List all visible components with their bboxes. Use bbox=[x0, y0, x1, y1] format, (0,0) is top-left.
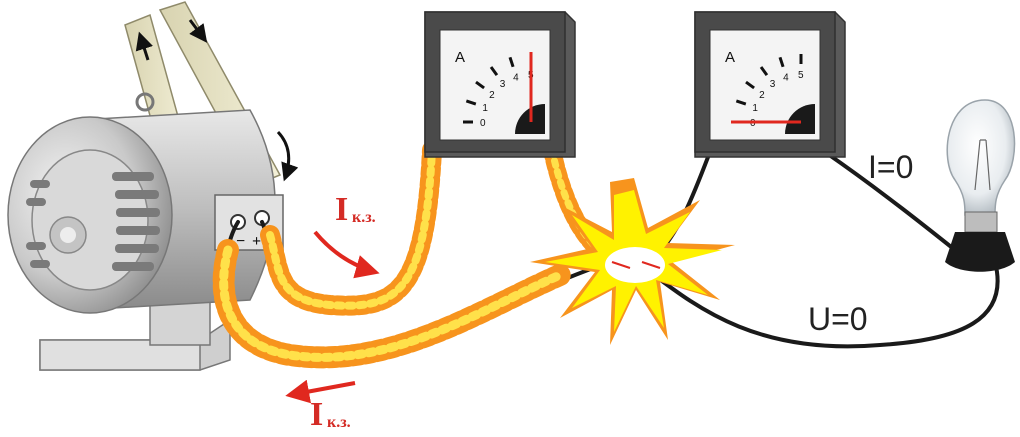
current-arrow-upper-icon bbox=[313, 230, 380, 279]
belt-up-arrow-icon bbox=[135, 31, 153, 61]
terminal-plus: + bbox=[252, 233, 261, 250]
ammeter-scale-label: 3 bbox=[500, 79, 506, 90]
current-symbol-upper: I bbox=[335, 191, 348, 228]
voltmeter-scale-label: 2 bbox=[759, 90, 765, 101]
voltmeter-scale-label: 4 bbox=[783, 72, 789, 83]
voltmeter-tick bbox=[778, 56, 785, 68]
ammeter-tick bbox=[489, 66, 499, 76]
generator: + − bbox=[7, 1, 299, 371]
ammeter-scale-label: 1 bbox=[482, 103, 488, 114]
voltage-label: U=0 bbox=[808, 301, 868, 337]
terminal-minus: − bbox=[236, 233, 245, 250]
voltmeter-unit: A bbox=[725, 49, 735, 66]
lifting-eye bbox=[135, 92, 155, 112]
voltmeter-scale-label: 3 bbox=[770, 79, 776, 90]
rotation-arrow-icon bbox=[276, 130, 299, 182]
ammeter-tick bbox=[465, 99, 477, 106]
current-subscript-lower: к.з. bbox=[327, 414, 351, 431]
voltmeter-scale-label: 1 bbox=[752, 103, 758, 114]
voltmeter-tick bbox=[735, 99, 747, 106]
wire-return bbox=[648, 260, 1000, 349]
light-bulb bbox=[945, 99, 1016, 272]
lamp-socket bbox=[945, 232, 1015, 272]
ammeter-scale-label: 2 bbox=[489, 90, 495, 101]
short-circuit-spark bbox=[530, 178, 735, 345]
voltmeter-tick bbox=[759, 66, 769, 76]
current-arrow-lower-icon bbox=[285, 379, 356, 404]
current-label-lower: I к.з. bbox=[310, 396, 351, 433]
ammeter: A 012345 bbox=[424, 11, 576, 158]
vent-slots bbox=[26, 172, 160, 271]
voltmeter-needle-pivot bbox=[785, 104, 815, 134]
voltmeter-scale-label: 5 bbox=[798, 70, 804, 81]
ammeter-scale-label: 0 bbox=[480, 118, 486, 129]
current-subscript-upper: к.з. bbox=[352, 209, 376, 226]
flames bbox=[212, 140, 614, 369]
ammeter-scale-label: 4 bbox=[513, 72, 519, 83]
lamp-current-label: I=0 bbox=[868, 149, 913, 185]
voltmeter-tick bbox=[745, 80, 755, 90]
current-symbol-lower: I bbox=[310, 396, 323, 433]
voltmeter: A 012345 bbox=[694, 11, 846, 158]
current-label-upper: I к.з. bbox=[335, 191, 376, 228]
ammeter-unit: A bbox=[455, 49, 465, 66]
belt-down-arrow-icon bbox=[188, 19, 208, 43]
ammeter-tick bbox=[475, 80, 485, 90]
ammeter-tick bbox=[508, 56, 515, 68]
